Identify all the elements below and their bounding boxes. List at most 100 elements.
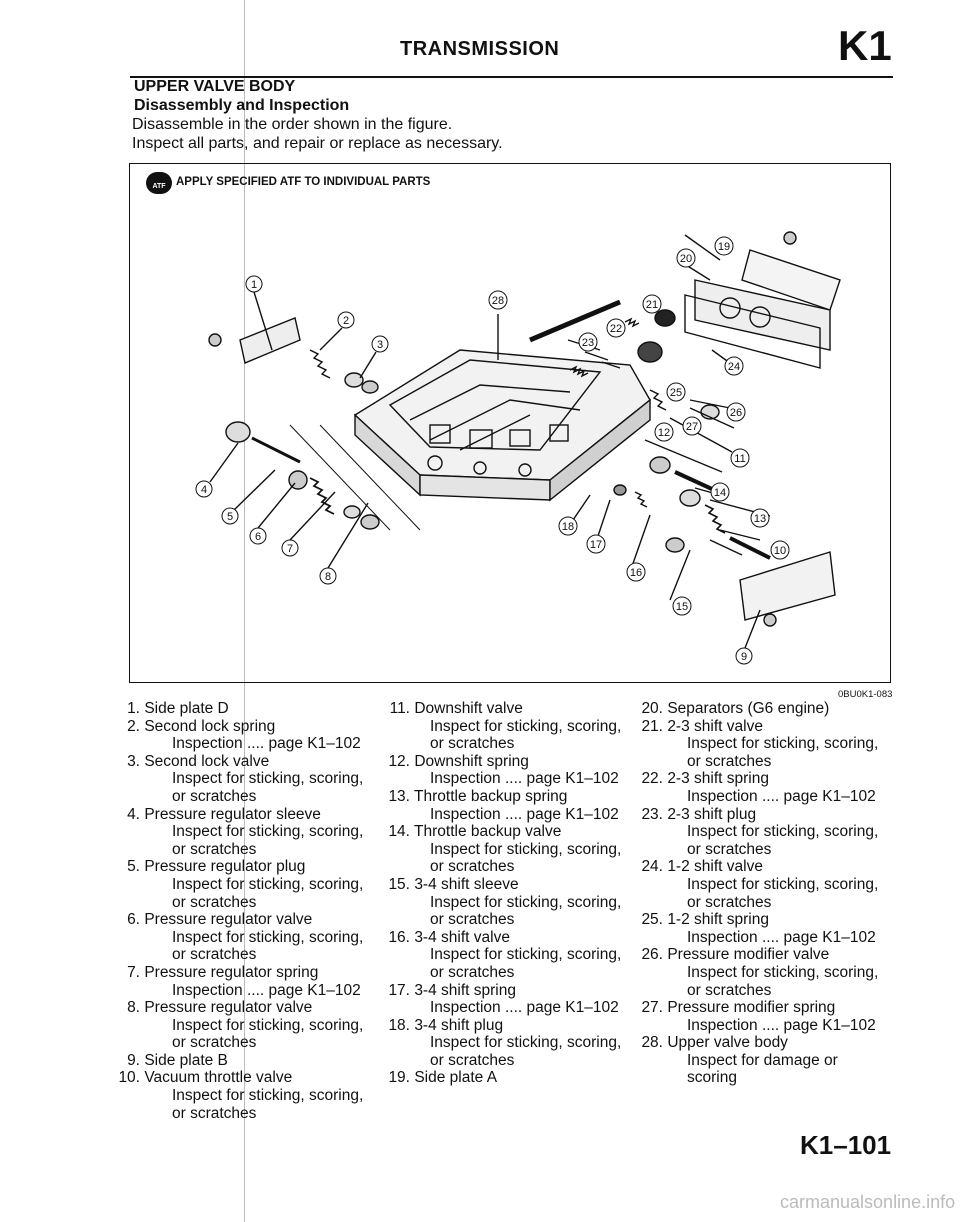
part-name: Pressure modifier spring [667,999,836,1017]
binding-line [244,0,245,1222]
intro-line-1: Disassemble in the order shown in the fi… [132,116,453,133]
part-number: 7. [127,963,140,981]
part-instruction: Inspect for sticking, scoring, [172,823,364,841]
part-instruction: Inspection .... page K1–102 [172,735,361,753]
part-name: Throttle backup spring [414,787,568,805]
callout-1: 1 [245,275,263,293]
part-name: Downshift spring [414,752,529,770]
section-subtitle: Disassembly and Inspection [134,97,350,114]
part-name: Second lock spring [144,717,276,735]
svg-text:1: 1 [251,279,257,291]
part-number: 21. [641,717,663,735]
svg-text:5: 5 [227,511,233,523]
part-number: 8. [127,999,140,1017]
part-number: 27. [641,999,663,1017]
part-instruction: or scratches [687,752,772,770]
part-instruction: or scratches [172,946,257,964]
part-name: Separators (G6 engine) [667,700,830,717]
part-instruction: Inspect for sticking, scoring, [687,963,879,981]
callout-16: 16 [626,562,646,582]
part-number: 2. [127,717,140,735]
part-instruction: Inspect for sticking, scoring, [430,840,622,858]
part-instruction: Inspect for sticking, scoring, [430,946,622,964]
svg-text:24: 24 [728,361,740,373]
svg-text:10: 10 [774,545,786,557]
header-rule [130,76,893,78]
callout-3: 3 [371,335,389,353]
part-number: 23. [641,805,663,823]
part-name: Second lock valve [144,752,270,770]
callout-28: 28 [488,290,508,310]
part-item: 1. Side plate D [116,700,363,718]
callout-4: 4 [195,480,213,498]
callout-22: 22 [606,318,626,338]
part-instruction: Inspection .... page K1–102 [687,1016,876,1034]
part-name: Downshift valve [414,700,523,717]
part-instruction: or scratches [687,893,772,911]
part-name: 3-4 shift sleeve [414,875,519,893]
part-instruction: Inspection .... page K1–102 [687,787,876,805]
svg-text:20: 20 [680,253,692,265]
callout-21: 21 [642,294,662,314]
callout-23: 23 [578,332,598,352]
part-instruction: Inspect for sticking, scoring, [172,770,364,788]
part-number: 20. [641,700,663,717]
callout-25: 25 [666,382,686,402]
page-number: K1–101 [800,1130,892,1160]
part-instruction: or scratches [172,893,257,911]
part-name: 3-4 shift spring [414,981,516,999]
part-instruction: Inspect for sticking, scoring, [172,1087,364,1105]
callout-2: 2 [337,311,355,329]
svg-text:13: 13 [754,513,766,525]
part-name: Pressure regulator sleeve [144,805,321,823]
part-name: 3-4 shift valve [414,928,510,946]
part-number: 15. [388,875,410,893]
part-instruction: Inspection .... page K1–102 [172,981,361,999]
svg-text:21: 21 [646,299,658,311]
callout-18: 18 [558,516,578,536]
svg-text:28: 28 [492,295,504,307]
callout-24: 24 [724,356,744,376]
part-instruction: or scratches [430,963,515,981]
callout-13: 13 [750,508,770,528]
part-instruction: or scratches [172,1034,257,1052]
part-name: Side plate A [414,1069,498,1087]
callout-20: 20 [676,248,696,268]
part-instruction: or scratches [687,981,772,999]
part-number: 26. [641,946,663,964]
part-number: 3. [127,752,140,770]
atf-note: APPLY SPECIFIED ATF TO INDIVIDUAL PARTS [176,176,431,188]
callout-5: 5 [221,507,239,525]
footer-watermark: carmanualsonline.info [780,1192,956,1212]
part-number: 4. [127,805,140,823]
part-name: Pressure regulator valve [144,911,313,929]
svg-text:8: 8 [325,571,331,583]
svg-text:2: 2 [343,315,349,327]
svg-text:19: 19 [718,241,730,253]
part-number: 9. [127,1051,140,1069]
part-number: 5. [127,858,140,876]
part-instruction: or scratches [430,911,515,929]
svg-text:25: 25 [670,387,682,399]
part-name: 2-3 shift valve [667,717,763,735]
part-instruction: or scratches [687,840,772,858]
figure-code: 0BU0K1-083 [838,689,893,700]
part-instruction: Inspect for sticking, scoring, [687,875,879,893]
part-instruction: or scratches [430,858,515,876]
callout-27: 27 [682,416,702,436]
